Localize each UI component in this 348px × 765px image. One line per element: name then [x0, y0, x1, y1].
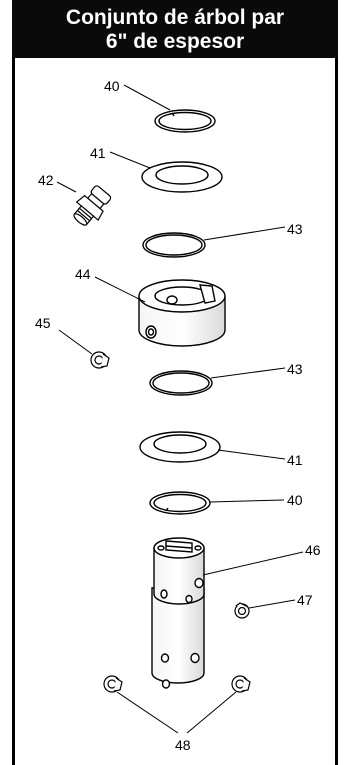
- set-screw-45: [90, 351, 110, 369]
- leader-40-top: [123, 84, 171, 111]
- title-line-2: 6" de espesor: [105, 30, 245, 53]
- callout-43-bottom: 43: [287, 361, 303, 377]
- leader-41-bottom: [217, 449, 286, 460]
- diagram-title: Conjunto de árbol par 6" de espesor: [12, 0, 338, 58]
- set-screw-47: [234, 602, 250, 619]
- leader-46: [202, 551, 304, 576]
- shaft-46: [151, 537, 205, 689]
- callout-42: 42: [38, 172, 54, 188]
- thrust-washer-41-top: [141, 161, 223, 193]
- callout-46: 46: [305, 542, 321, 558]
- leader-47: [248, 599, 296, 609]
- callout-44: 44: [75, 266, 91, 282]
- collar-44: [138, 279, 226, 347]
- thrust-washer-41-bottom: [139, 431, 221, 463]
- set-screw-48-right: [231, 675, 251, 693]
- grease-fitting-42: [73, 185, 112, 226]
- leader-43-bottom: [210, 367, 286, 379]
- callout-41-bottom: 41: [287, 452, 303, 468]
- leader-40-bottom: [209, 499, 285, 503]
- leader-44: [94, 276, 146, 303]
- leader-45: [58, 329, 93, 355]
- frame-border-right: [335, 58, 338, 765]
- o-ring-43-top: [142, 232, 206, 258]
- frame-border-left: [12, 58, 15, 765]
- title-line-1: Conjunto de árbol par: [65, 6, 285, 29]
- leader-41-top: [109, 151, 151, 169]
- retaining-ring-40-bottom: [149, 491, 211, 515]
- callout-40-top: 40: [104, 78, 120, 94]
- callout-40-bottom: 40: [287, 492, 303, 508]
- callout-47: 47: [297, 592, 313, 608]
- set-screw-48-left: [103, 675, 123, 693]
- o-ring-43-bottom: [149, 370, 213, 396]
- leader-48-right: [186, 691, 237, 734]
- leader-42: [56, 181, 77, 193]
- callout-48: 48: [175, 737, 191, 753]
- retaining-ring-40-top: [154, 109, 216, 133]
- callout-43-top: 43: [287, 221, 303, 237]
- leader-48-left: [116, 691, 179, 734]
- callout-41-top: 41: [90, 145, 106, 161]
- callout-45: 45: [35, 315, 51, 331]
- leader-43-top: [203, 226, 286, 241]
